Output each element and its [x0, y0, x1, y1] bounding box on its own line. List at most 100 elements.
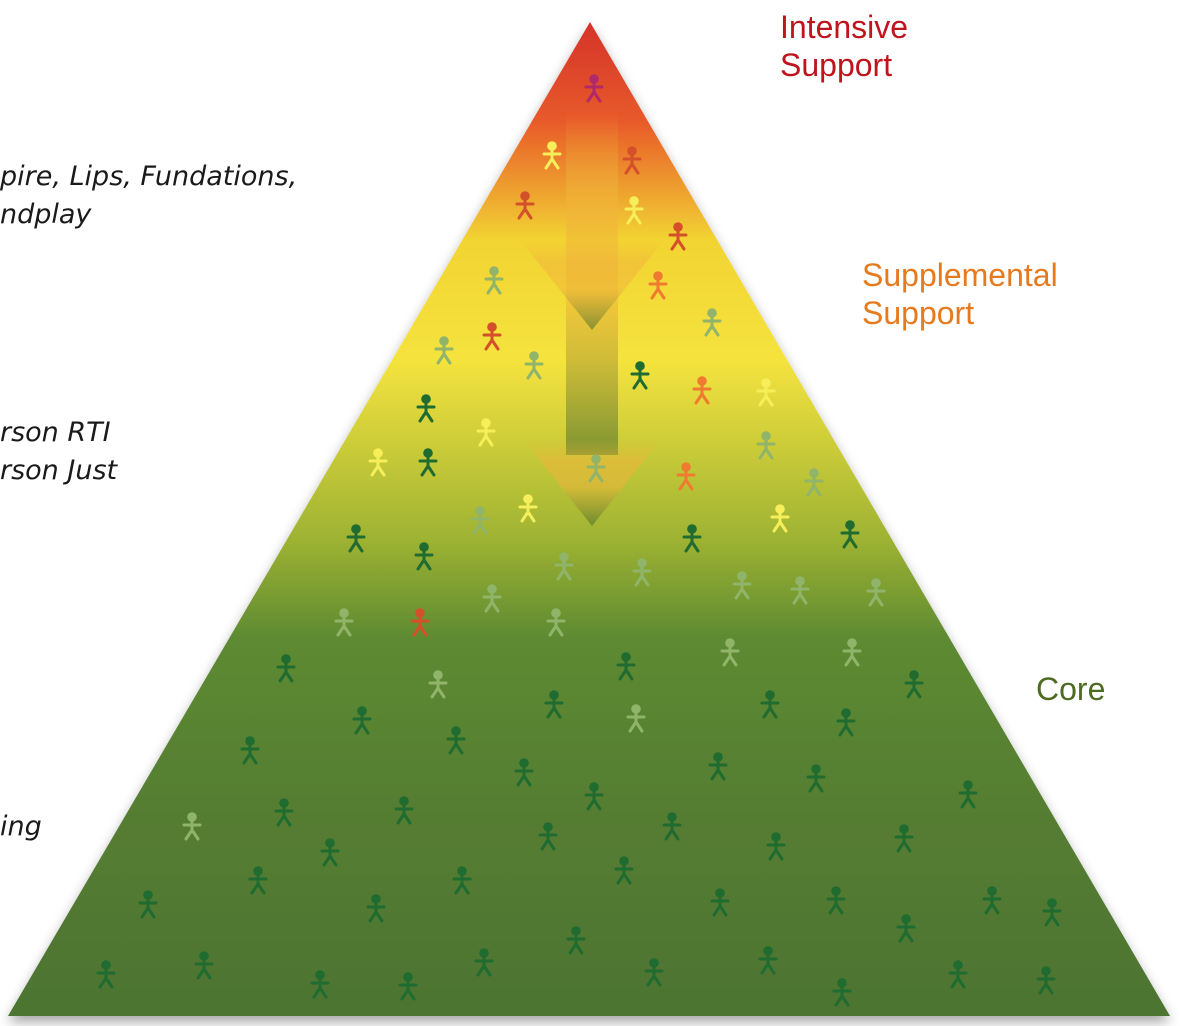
student-figure-icon: [692, 376, 712, 405]
student-figure-icon: [476, 418, 496, 447]
student-figure-icon: [240, 736, 260, 765]
student-figure-icon: [758, 946, 778, 975]
student-figure-icon: [398, 972, 418, 1001]
student-figure-icon: [676, 462, 696, 491]
student-figure-icon: [96, 960, 116, 989]
student-figure-icon: [514, 758, 534, 787]
student-figure-icon: [524, 351, 544, 380]
student-figure-icon: [904, 670, 924, 699]
student-figure-icon: [806, 764, 826, 793]
student-figures: [96, 74, 1062, 1007]
student-figure-icon: [566, 926, 586, 955]
intervention-programs-text: pire, Lips, Fundations, ndplay: [0, 158, 297, 234]
student-figure-icon: [248, 866, 268, 895]
student-figure-icon: [414, 542, 434, 571]
student-figure-icon: [662, 812, 682, 841]
student-figure-icon: [614, 856, 634, 885]
student-figure-icon: [368, 448, 388, 477]
student-figure-icon: [790, 576, 810, 605]
student-figure-icon: [756, 378, 776, 407]
student-figure-icon: [428, 670, 448, 699]
student-figure-icon: [584, 782, 604, 811]
student-figure-icon: [732, 571, 752, 600]
student-figure-icon: [632, 558, 652, 587]
student-figure-icon: [702, 308, 722, 337]
supplemental-programs-text: rson RTI rson Just: [0, 414, 117, 490]
student-figure-icon: [630, 361, 650, 390]
student-figure-icon: [616, 652, 636, 681]
student-figure-icon: [624, 196, 644, 225]
student-figure-icon: [668, 222, 688, 251]
label-line: Support: [862, 295, 975, 331]
student-figure-icon: [544, 690, 564, 719]
student-figure-icon: [434, 336, 454, 365]
text-line: pire, Lips, Fundations,: [0, 161, 298, 192]
student-figure-icon: [770, 504, 790, 533]
student-figure-icon: [138, 890, 158, 919]
student-figure-icon: [766, 832, 786, 861]
student-figure-icon: [840, 520, 860, 549]
student-figure-icon: [518, 494, 538, 523]
student-figure-icon: [542, 141, 562, 170]
student-figure-icon: [842, 638, 862, 667]
student-figure-icon: [866, 578, 886, 607]
student-figure-icon: [310, 970, 330, 999]
label-line: Intensive: [780, 9, 909, 45]
student-figure-icon: [546, 608, 566, 637]
student-figure-icon: [644, 958, 664, 987]
student-figure-icon: [394, 796, 414, 825]
student-figure-icon: [832, 978, 852, 1007]
student-figure-icon: [626, 704, 646, 733]
student-figure-icon: [334, 608, 354, 637]
student-figure-icon: [1036, 966, 1056, 995]
student-figure-icon: [194, 951, 214, 980]
student-figure-icon: [515, 191, 535, 220]
student-figure-icon: [482, 322, 502, 351]
student-figure-icon: [554, 552, 574, 581]
student-figure-icon: [894, 824, 914, 853]
student-figure-icon: [836, 708, 856, 737]
arrow-head-lower: [524, 440, 660, 526]
student-figure-icon: [320, 838, 340, 867]
student-figure-icon: [896, 914, 916, 943]
text-line: ing: [0, 811, 42, 842]
text-line: rson Just: [0, 455, 118, 486]
core-programs-text: ing: [0, 808, 42, 846]
student-figure-icon: [760, 690, 780, 719]
student-figure-icon: [958, 780, 978, 809]
student-figure-icon: [710, 888, 730, 917]
student-figure-icon: [1042, 898, 1062, 927]
student-figure-icon: [346, 524, 366, 553]
student-figure-icon: [586, 454, 606, 483]
label-line: Support: [780, 47, 893, 83]
student-figure-icon: [470, 506, 490, 535]
supplemental-support-label: Supplemental Support: [862, 256, 1058, 332]
student-figure-icon: [352, 706, 372, 735]
student-figure-icon: [366, 894, 386, 923]
student-figure-icon: [418, 448, 438, 477]
text-line: ndplay: [0, 199, 92, 230]
intensive-support-label: Intensive Support: [780, 8, 908, 84]
core-label: Core: [1036, 670, 1105, 708]
label-line: Core: [1036, 671, 1106, 707]
student-figure-icon: [474, 948, 494, 977]
student-figure-icon: [622, 146, 642, 175]
student-figure-icon: [682, 524, 702, 553]
label-line: Supplemental: [862, 257, 1058, 293]
student-figure-icon: [948, 960, 968, 989]
student-figure-icon: [538, 822, 558, 851]
student-figure-icon: [648, 271, 668, 300]
student-figure-icon: [482, 584, 502, 613]
student-figure-icon: [826, 886, 846, 915]
down-arrow: [520, 110, 664, 526]
student-figure-icon: [584, 74, 604, 103]
student-figure-icon: [484, 266, 504, 295]
arrow-head-upper: [520, 240, 664, 330]
text-line: rson RTI: [0, 417, 111, 448]
student-figure-icon: [452, 866, 472, 895]
student-figure-icon: [708, 752, 728, 781]
student-figure-icon: [982, 886, 1002, 915]
student-figure-icon: [410, 608, 430, 637]
student-figure-icon: [720, 638, 740, 667]
